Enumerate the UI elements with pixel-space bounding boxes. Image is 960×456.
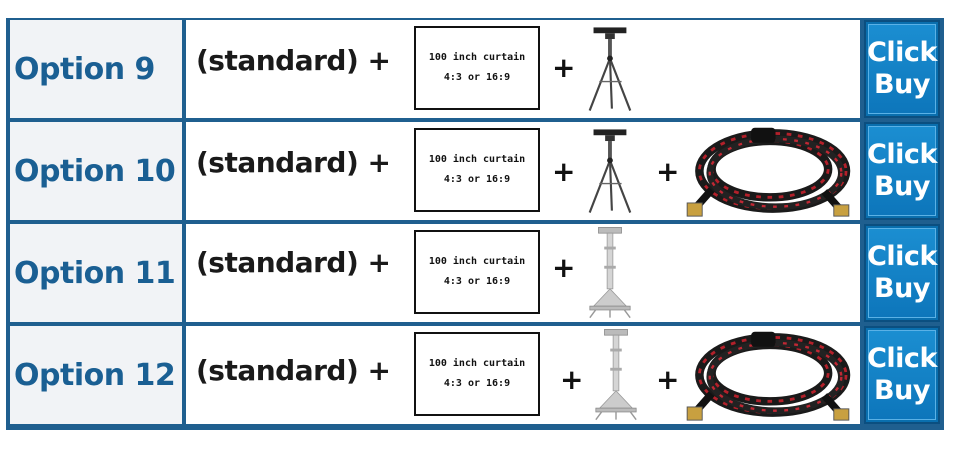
plus-sign: + [656, 363, 680, 396]
option-label-cell: Option 11 [10, 224, 182, 322]
button-line-2: Buy [874, 375, 930, 406]
ceiling-mount-icon [592, 328, 640, 422]
button-line-1: Click [867, 139, 937, 170]
click-buy-button[interactable]: Click Buy [864, 20, 940, 118]
ceiling-mount-icon [586, 226, 634, 320]
standard-label: (standard) + [196, 246, 391, 279]
option-label-cell: Option 12 [10, 326, 182, 424]
plus-sign: + [560, 363, 584, 396]
curtain-ratio: 4:3 or 16:9 [443, 72, 511, 83]
button-line-1: Click [867, 343, 937, 374]
option-content-cell: (standard) + 100 inch curtain 4:3 or 16:… [186, 326, 860, 424]
button-line-2: Buy [874, 69, 930, 100]
curtain-ratio: 4:3 or 16:9 [443, 174, 511, 185]
button-line-1: Click [867, 241, 937, 272]
button-line-2: Buy [874, 171, 930, 202]
option-label-cell: Option 10 [10, 122, 182, 220]
hdmi-cable-icon [680, 328, 856, 422]
curtain-size: 100 inch curtain [428, 154, 526, 165]
option-content-cell: (standard) + 100 inch curtain 4:3 or 16:… [186, 20, 860, 118]
option-row: Option 11 (standard) + 100 inch curtain … [10, 224, 940, 322]
option-row: Option 10 (standard) + 100 inch curtain … [10, 122, 940, 220]
option-label: Option 12 [14, 357, 176, 393]
option-label: Option 11 [14, 255, 176, 291]
standard-label: (standard) + [196, 146, 391, 179]
curtain-box: 100 inch curtain 4:3 or 16:9 [414, 128, 540, 212]
click-buy-button-face[interactable]: Click Buy [867, 228, 937, 318]
curtain-size: 100 inch curtain [428, 358, 526, 369]
standard-label: (standard) + [196, 354, 391, 387]
plus-sign: + [552, 155, 576, 188]
hdmi-cable-icon [680, 124, 856, 218]
curtain-box: 100 inch curtain 4:3 or 16:9 [414, 230, 540, 314]
option-row: Option 12 (standard) + 100 inch curtain … [10, 326, 940, 424]
option-row: Option 9 (standard) + 100 inch curtain 4… [10, 20, 940, 118]
curtain-size: 100 inch curtain [428, 256, 526, 267]
plus-sign: + [656, 155, 680, 188]
option-label-cell: Option 9 [10, 20, 182, 118]
plus-sign: + [552, 51, 576, 84]
tripod-icon [580, 126, 638, 216]
curtain-size: 100 inch curtain [428, 52, 526, 63]
option-content-cell: (standard) + 100 inch curtain 4:3 or 16:… [186, 122, 860, 220]
option-label: Option 10 [14, 153, 176, 189]
click-buy-button-face[interactable]: Click Buy [867, 24, 937, 114]
tripod-icon [580, 24, 638, 114]
click-buy-button[interactable]: Click Buy [864, 326, 940, 424]
curtain-ratio: 4:3 or 16:9 [443, 378, 511, 389]
button-line-1: Click [867, 37, 937, 68]
plus-sign: + [552, 251, 576, 284]
options-table: Option 9 (standard) + 100 inch curtain 4… [6, 18, 944, 430]
click-buy-button[interactable]: Click Buy [864, 224, 940, 322]
click-buy-button-face[interactable]: Click Buy [867, 126, 937, 216]
button-line-2: Buy [874, 273, 930, 304]
click-buy-button[interactable]: Click Buy [864, 122, 940, 220]
option-content-cell: (standard) + 100 inch curtain 4:3 or 16:… [186, 224, 860, 322]
curtain-box: 100 inch curtain 4:3 or 16:9 [414, 26, 540, 110]
click-buy-button-face[interactable]: Click Buy [867, 330, 937, 420]
curtain-box: 100 inch curtain 4:3 or 16:9 [414, 332, 540, 416]
standard-label: (standard) + [196, 44, 391, 77]
curtain-ratio: 4:3 or 16:9 [443, 276, 511, 287]
option-label: Option 9 [14, 51, 155, 87]
